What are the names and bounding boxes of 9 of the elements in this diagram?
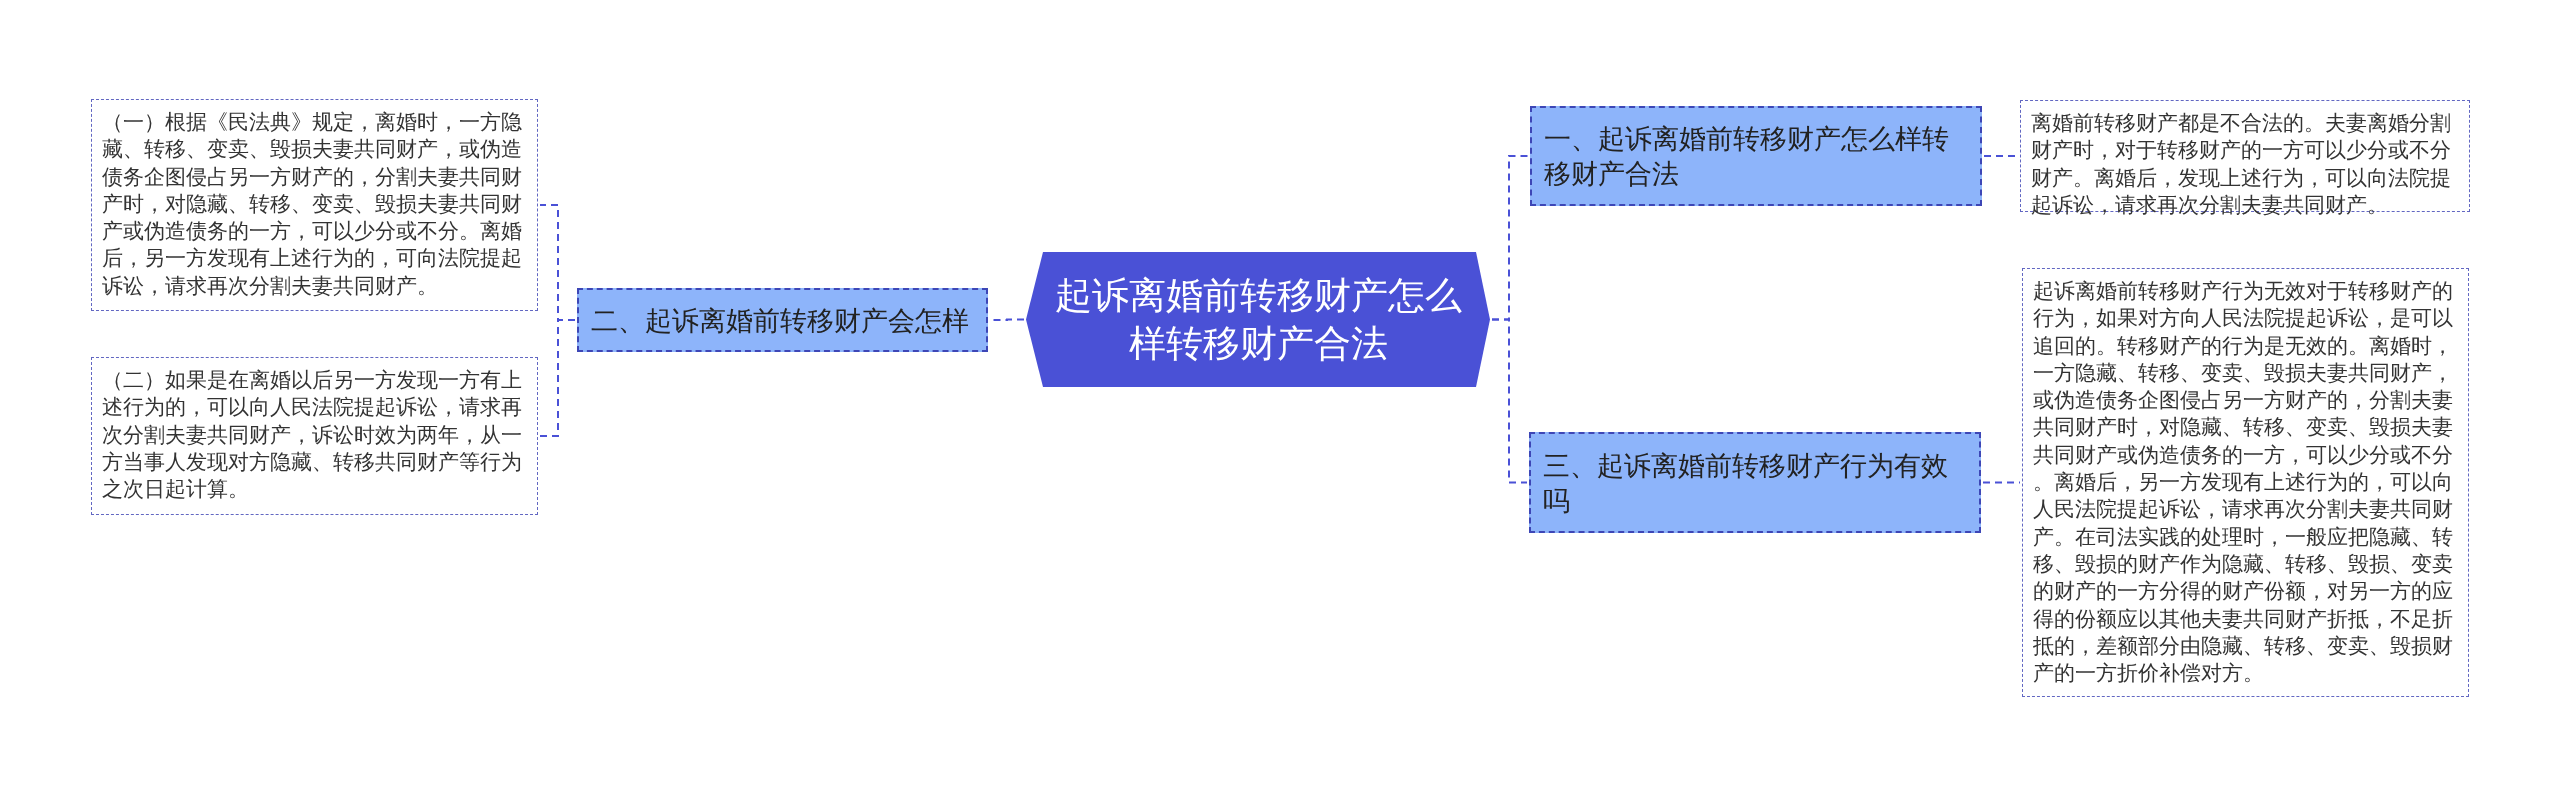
text-box: （一）根据《民法典》规定，离婚时，一方隐藏、转移、变卖、毁损夫妻共同财产，或伪造债务企图侵占另一方财产的，分割夫妻共同财产时，对隐藏、转移、变卖、毁损夫妻共同财产或伪造债务的一方，可以少分或不分。离婚后，另一方发现有上述行为的，可向法院提起诉讼，请求再次分割夫妻共同财产。 [91, 99, 538, 311]
topic-box: 一、起诉离婚前转移财产怎么样转移财产合法 [1530, 106, 1982, 206]
topic-box: 二、起诉离婚前转移财产会怎样 [577, 288, 988, 352]
text-box: （二）如果是在离婚以后另一方发现一方有上述行为的，可以向人民法院提起诉讼，请求再次分割夫妻共同财产，诉讼时效为两年，从一方当事人发现对方隐藏、转移共同财产等行为之次日起计算。 [91, 357, 538, 515]
text-box: 起诉离婚前转移财产行为无效对于转移财产的行为，如果对方向人民法院提起诉讼，是可以追回的。转移财产的行为是无效的。离婚时，一方隐藏、转移、变卖、毁损夫妻共同财产，或伪造债务企图侵占另一方财产的，分割夫妻共同财产时，对隐藏、转移、变卖、毁损夫妻共同财产或伪造债务的一方，可以少分或不分。离婚后，另一方发现有上述行为的，可以向人民法院提起诉讼，请求再次分割夫妻共同财产。在司法实践的处理时，一般应把隐藏、转移、毁损的财产作为隐藏、转移、毁损、变卖的财产的一方分得的财产份额，对另一方的应得的份额应以其他夫妻共同财产折抵，不足折抵的，差额部分由隐藏、转移、变卖、毁损财产的一方折价补偿对方。 [2022, 268, 2469, 697]
topic-box: 三、起诉离婚前转移财产行为有效吗 [1529, 432, 1981, 533]
connector-line [1982, 481, 2021, 484]
connector-line [539, 319, 576, 437]
connector-line [1491, 318, 1528, 484]
